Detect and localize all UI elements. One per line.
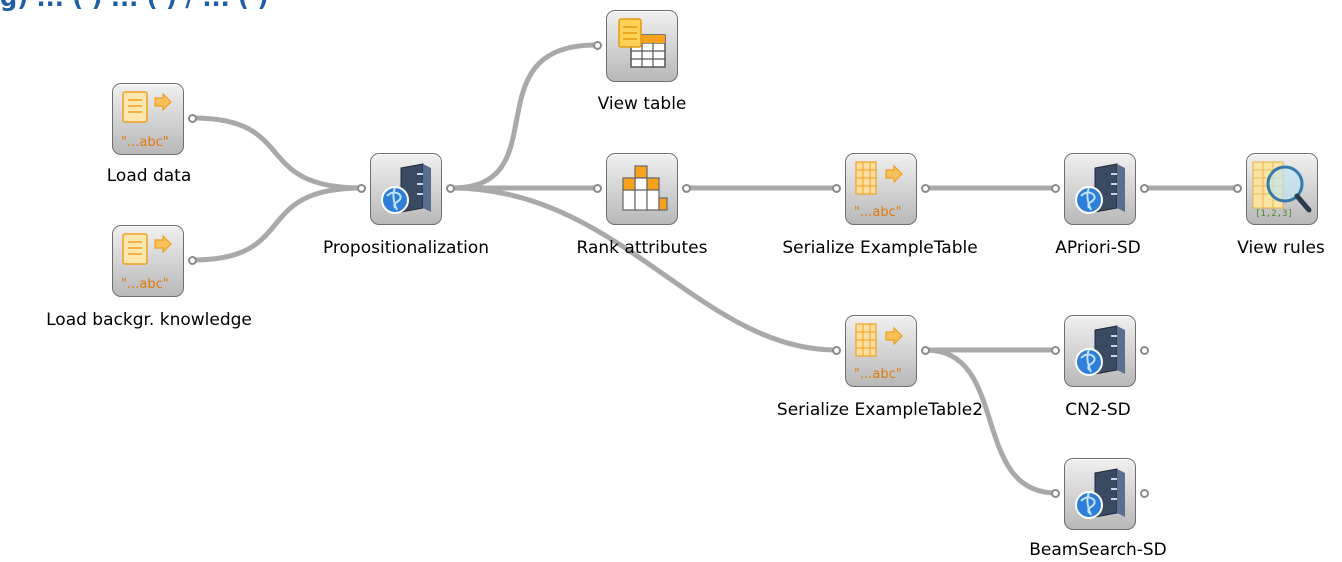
output-port[interactable] (1140, 489, 1149, 498)
input-port[interactable] (832, 184, 841, 193)
output-port[interactable] (188, 114, 197, 123)
svg-text:"...abc": "...abc" (854, 367, 902, 382)
connection-loaddata-propositionalization[interactable] (190, 115, 365, 191)
widget-propositionalization[interactable] (357, 153, 455, 225)
input-port[interactable] (1233, 184, 1242, 193)
widget-label: Load data (106, 166, 192, 186)
table-view-icon (618, 18, 666, 68)
widget-label: BeamSearch-SD (1029, 540, 1167, 560)
table-serialize-icon: "...abc" (854, 161, 903, 220)
input-port[interactable] (1051, 184, 1060, 193)
widget-label: Serialize ExampleTable (782, 238, 978, 258)
connections (190, 42, 1241, 496)
svg-text:"...abc": "...abc" (121, 277, 169, 292)
connection-propositionalization-serialize2[interactable] (449, 185, 839, 353)
server-globe-icon (1075, 325, 1125, 376)
output-port[interactable] (1140, 184, 1149, 193)
widget-load-data[interactable]: "...abc" (112, 83, 197, 155)
server-globe-icon (381, 163, 431, 214)
widget-view-table[interactable] (593, 10, 678, 82)
output-port[interactable] (921, 346, 930, 355)
server-globe-icon (1075, 163, 1125, 214)
widget-label: Serialize ExampleTable2 (776, 400, 984, 420)
widget-label: View table (597, 94, 687, 114)
svg-text:[1,2,3]: [1,2,3] (1255, 209, 1293, 219)
widget-label: View rules (1237, 238, 1325, 258)
magnifier-rules-icon: [1,2,3] (1252, 161, 1312, 219)
input-port[interactable] (593, 184, 602, 193)
file-loader-icon: "...abc" (121, 233, 172, 292)
connection-serialize2-beamsearch[interactable] (923, 347, 1059, 496)
output-port[interactable] (188, 256, 197, 265)
input-port[interactable] (832, 346, 841, 355)
connection-propositionalization-viewtable[interactable] (449, 42, 599, 191)
server-globe-icon (1075, 468, 1125, 519)
widget-serialize-exampletable2[interactable]: "...abc" (832, 315, 930, 387)
input-port[interactable] (1051, 346, 1060, 355)
widget-load-background-knowledge[interactable]: "...abc" (112, 225, 197, 297)
rank-bars-icon (622, 165, 668, 211)
widget-rank-attributes[interactable] (593, 153, 691, 225)
svg-text:"...abc": "...abc" (121, 135, 169, 150)
file-loader-icon: "...abc" (121, 91, 172, 150)
input-port[interactable] (593, 41, 602, 50)
widget-beamsearch-sd[interactable] (1051, 458, 1149, 530)
output-port[interactable] (1140, 346, 1149, 355)
output-port[interactable] (446, 184, 455, 193)
widget-view-rules[interactable]: [1,2,3] (1233, 153, 1318, 225)
widget-apriori-sd[interactable] (1051, 153, 1149, 225)
svg-text:"...abc": "...abc" (854, 205, 902, 220)
widget-label: Rank attributes (576, 238, 708, 258)
partial-heading-strip: g) ... ( ) ... ( ) / ... ( ) (0, 0, 1342, 14)
input-port[interactable] (1051, 489, 1060, 498)
connection-background-propositionalization[interactable] (190, 185, 365, 263)
widget-label: APriori-SD (1055, 238, 1141, 258)
widget-serialize-exampletable[interactable]: "...abc" (832, 153, 930, 225)
output-port[interactable] (921, 184, 930, 193)
widget-label: Load backgr. knowledge (46, 310, 252, 330)
widget-cn2-sd[interactable] (1051, 315, 1149, 387)
widget-label: CN2-SD (1065, 400, 1131, 420)
widget-label: Propositionalization (322, 238, 490, 258)
input-port[interactable] (357, 184, 366, 193)
table-serialize-icon: "...abc" (854, 323, 903, 382)
output-port[interactable] (682, 184, 691, 193)
